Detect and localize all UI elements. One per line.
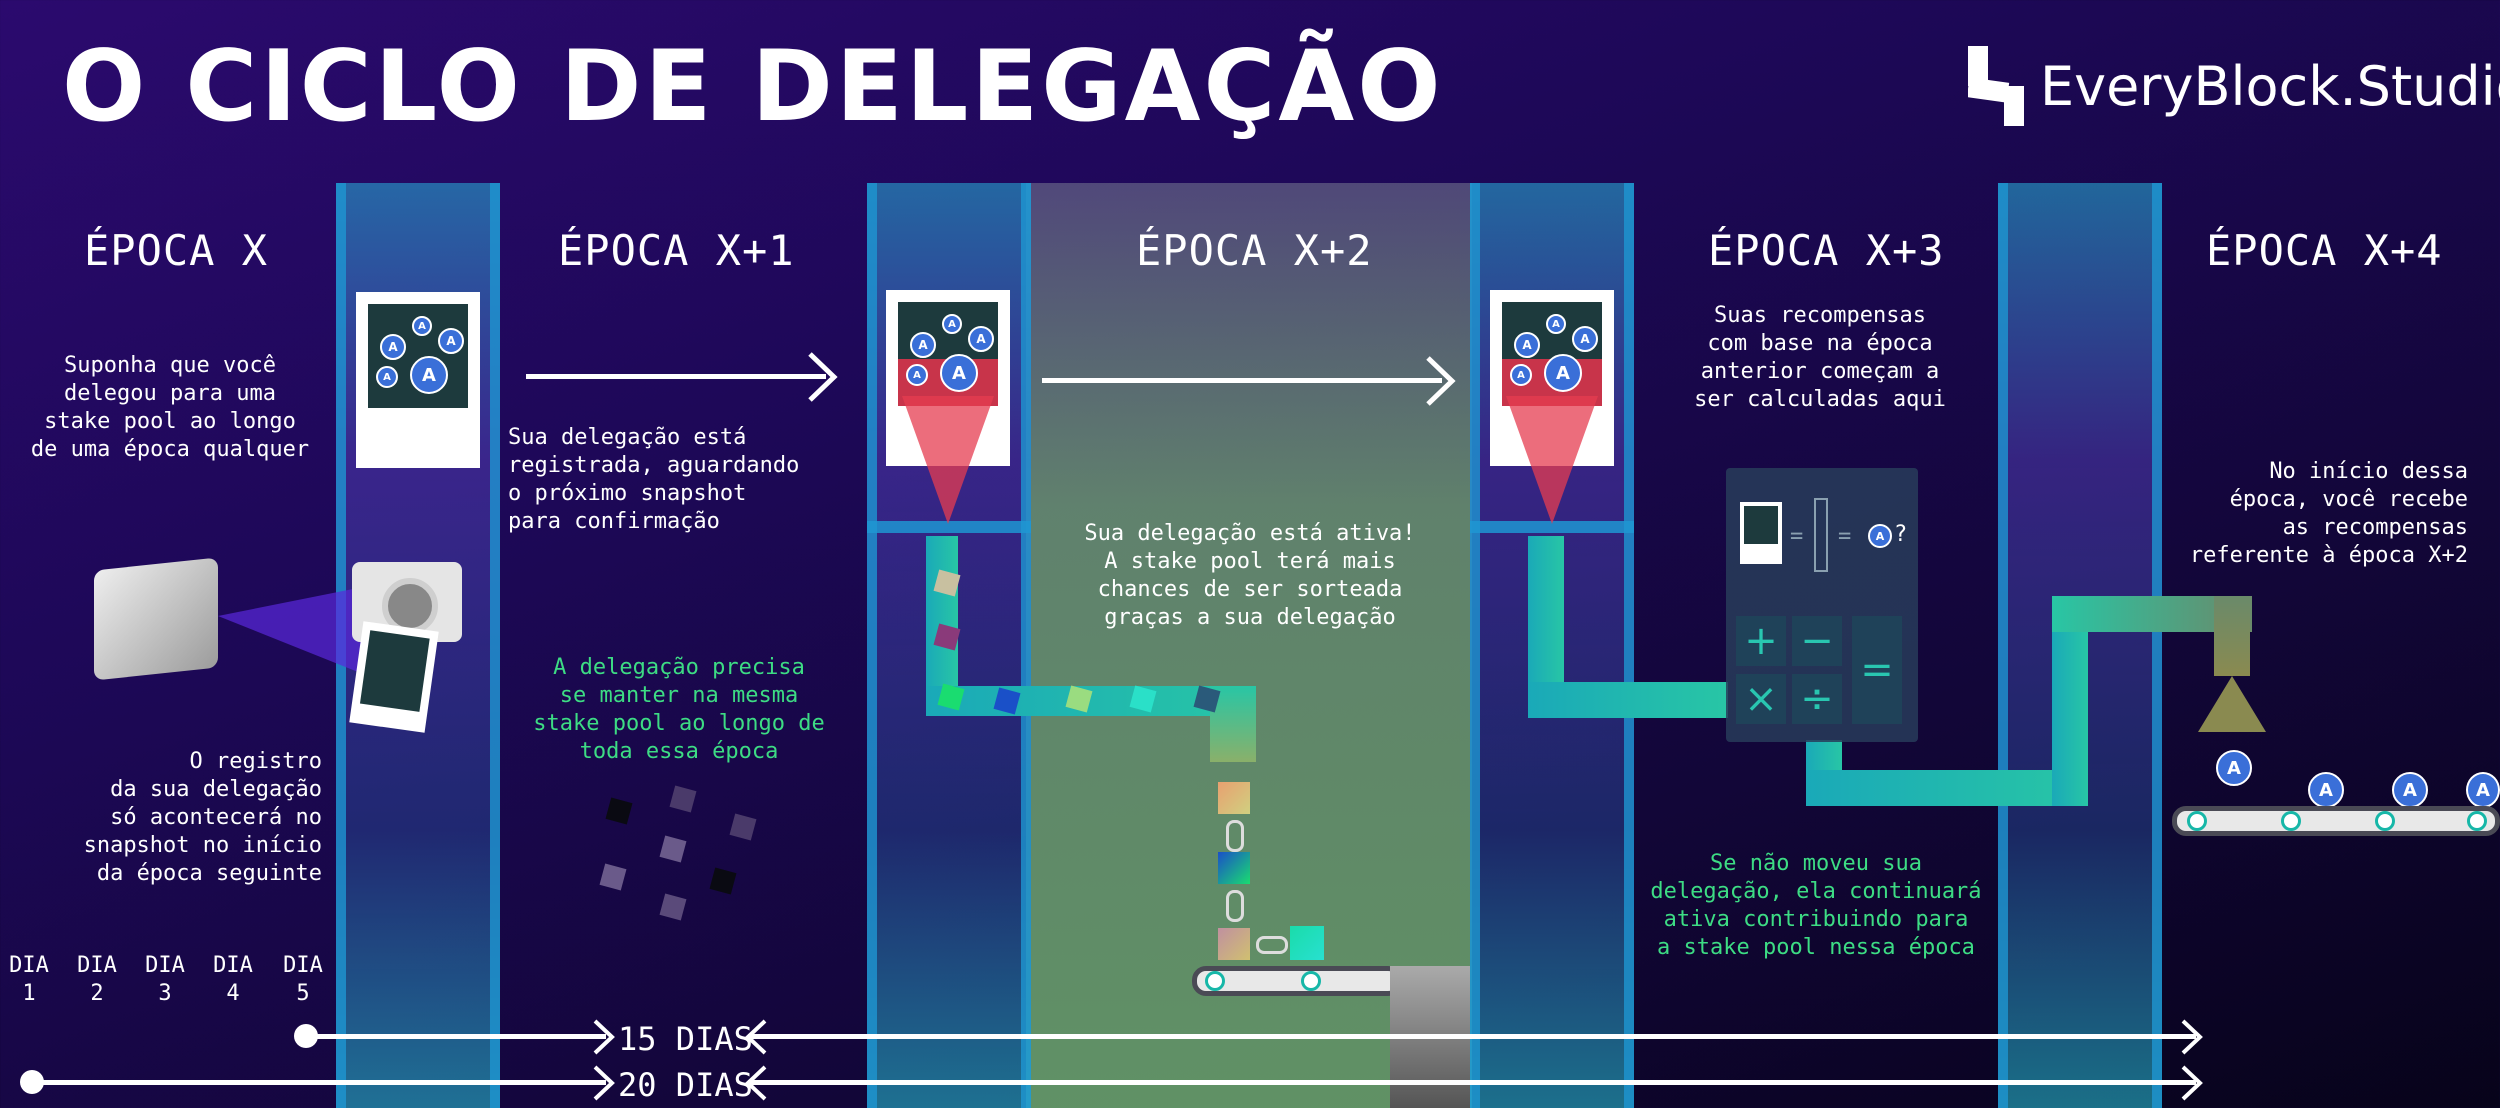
arrow-x2 <box>1042 378 1442 383</box>
everyblock-logo-icon <box>1968 46 2024 126</box>
epoch-label-x3: ÉPOCA X+3 <box>1708 226 1945 275</box>
coin-icon: A <box>1572 326 1598 352</box>
block-square <box>669 785 697 813</box>
block-icon <box>1218 928 1250 960</box>
registry-note: O registro da sua delegação só acontecer… <box>83 749 322 886</box>
snapshot-photo-1: A A A A A <box>356 292 480 468</box>
block-square <box>599 863 627 891</box>
epoch-label-x1: ÉPOCA X+1 <box>558 226 795 275</box>
epoch-label-x: ÉPOCA X <box>84 226 269 275</box>
coin-icon: A <box>380 334 406 360</box>
block-square <box>709 867 737 895</box>
projector-beam-3 <box>1506 396 1598 524</box>
timeline-15-left <box>306 1034 606 1039</box>
day-3: DIA 3 <box>145 953 185 1006</box>
coin-icon: A <box>910 332 936 358</box>
block-icon <box>1218 782 1250 814</box>
wallet-beam <box>218 586 368 676</box>
timeline-20-right <box>748 1080 2196 1085</box>
times-key: × <box>1736 674 1786 724</box>
rewards-calculator: = = A ? + − × ÷ = <box>1726 468 1918 742</box>
epoch-label-x4: ÉPOCA X+4 <box>2206 226 2443 275</box>
arrow-x1 <box>526 374 826 379</box>
coin-icon: A <box>410 356 448 394</box>
funnel-icon <box>2198 676 2266 732</box>
epoch-x3-text: Suas recompensas com base na época anter… <box>1694 303 1946 412</box>
day-2: DIA 2 <box>77 953 117 1006</box>
projector-beam-2 <box>902 396 994 524</box>
block-icon <box>1218 852 1250 884</box>
day-5: DIA 5 <box>283 953 323 1006</box>
day-1: DIA 1 <box>9 953 49 1006</box>
coin-icon: A <box>906 364 928 386</box>
camera-icon <box>352 562 462 642</box>
timeline-20-left <box>32 1080 606 1085</box>
brand-name: EveryBlock.Studio <box>2040 54 2500 118</box>
reward-coin-icon: A <box>2308 772 2344 808</box>
reward-coin-icon: A <box>2392 772 2428 808</box>
coin-icon: A <box>968 326 994 352</box>
chain-link-icon <box>1226 820 1244 852</box>
divide-key: ÷ <box>1792 674 1842 724</box>
same-pool-note: A delegação precisa se manter na mesma s… <box>533 655 825 764</box>
arrow-right-icon <box>2181 1065 2203 1101</box>
coin-icon: A <box>1514 332 1540 358</box>
epoch-x-text: Suponha que você delegou para uma stake … <box>30 353 310 462</box>
arrow-head-x2-icon <box>1426 356 1456 406</box>
coin-icon: A <box>1544 354 1582 392</box>
arrow-right-icon <box>593 1019 615 1055</box>
minus-key: − <box>1792 616 1842 666</box>
arrow-head-x1-icon <box>808 352 838 402</box>
duration-20: 20 DIAS <box>618 1066 753 1104</box>
rail-x4 <box>2172 806 2500 836</box>
block-square <box>605 797 633 825</box>
rail-x2 <box>1192 966 1402 996</box>
coin-icon: A <box>940 354 978 392</box>
chain-link-icon <box>1256 936 1288 954</box>
calc-question: ? <box>1894 522 1908 547</box>
arrow-right-icon <box>593 1065 615 1101</box>
arrow-right-icon <box>2181 1019 2203 1055</box>
reward-coin-icon: A <box>2466 772 2500 808</box>
pipe-horizontal-x3 <box>1528 682 1728 718</box>
coin-icon: A <box>1546 314 1566 334</box>
epoch-x4-text: No início dessa época, você recebe as re… <box>2189 459 2468 568</box>
coin-icon: A <box>1510 364 1532 386</box>
printed-photo-icon <box>349 621 439 733</box>
coin-icon: A <box>1868 524 1892 548</box>
pipe-out-horizontal <box>1806 770 2088 806</box>
continues-note: Se não moveu sua delegação, ela continua… <box>1650 851 1982 960</box>
coin-icon: A <box>942 314 962 334</box>
block-square <box>659 835 687 863</box>
wallet-icon <box>94 557 218 681</box>
epoch-x2-text: Sua delegação está ativa! A stake pool t… <box>1084 521 1416 630</box>
day-4: DIA 4 <box>213 953 253 1006</box>
page-title: O CICLO DE DELEGAÇÃO <box>62 30 1444 144</box>
duration-15: 15 DIAS <box>618 1020 753 1058</box>
block-square <box>729 813 757 841</box>
coin-icon: A <box>412 316 432 336</box>
chain-link-icon <box>1226 890 1244 922</box>
brand-logo: EveryBlock.Studio <box>1968 46 2500 126</box>
epoch-label-x2: ÉPOCA X+2 <box>1136 226 1373 275</box>
reward-coin-icon: A <box>2216 750 2252 786</box>
coin-icon: A <box>376 366 398 388</box>
plus-key: + <box>1736 616 1786 666</box>
coin-icon: A <box>438 328 464 354</box>
equals-key: = <box>1852 616 1902 724</box>
timeline-15-right <box>748 1034 2196 1039</box>
epoch-x1-text: Sua delegação está registrada, aguardand… <box>508 425 800 534</box>
pipe-drop <box>2214 596 2250 676</box>
block-square <box>659 893 687 921</box>
block-icon <box>1290 926 1324 960</box>
